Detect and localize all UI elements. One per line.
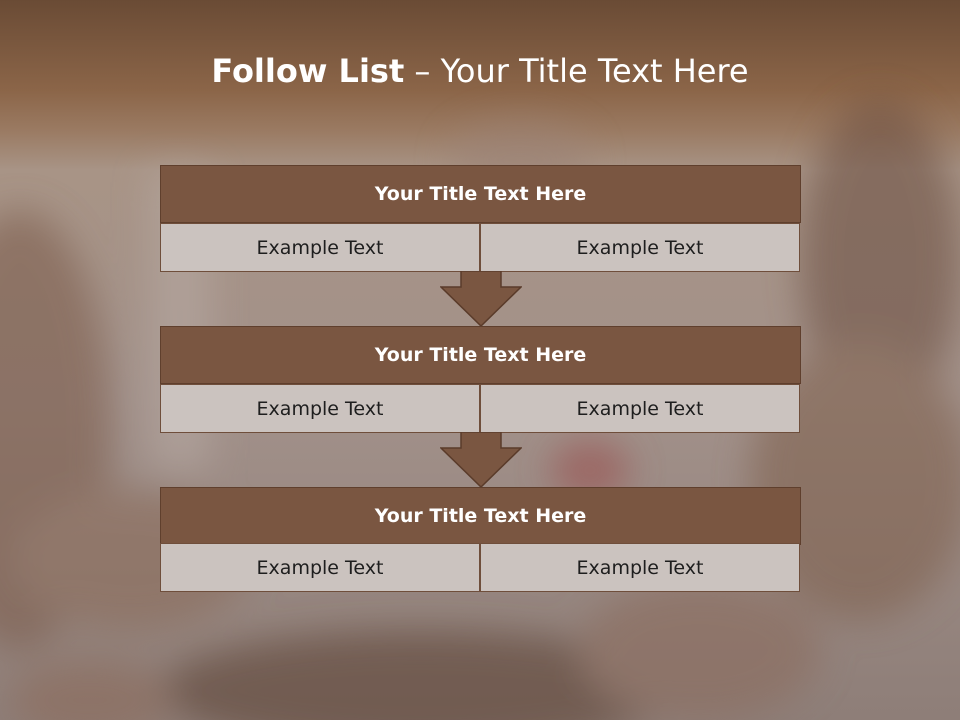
slide-title: Follow List – Your Title Text Here xyxy=(0,52,960,90)
down-arrow-icon xyxy=(440,271,522,327)
row-cell-left: Example Text xyxy=(160,223,480,272)
title-bold: Follow List xyxy=(211,52,405,90)
down-arrow-icon xyxy=(440,432,522,488)
row-header: Your Title Text Here xyxy=(160,487,801,545)
row-cell-left: Example Text xyxy=(160,384,480,433)
row-cell-right: Example Text xyxy=(480,223,800,272)
title-rest: – Your Title Text Here xyxy=(404,52,749,90)
row-cell-right: Example Text xyxy=(480,543,800,592)
row-header: Your Title Text Here xyxy=(160,326,801,384)
row-cell-right: Example Text xyxy=(480,384,800,433)
row-header: Your Title Text Here xyxy=(160,165,801,223)
row-cell-left: Example Text xyxy=(160,543,480,592)
